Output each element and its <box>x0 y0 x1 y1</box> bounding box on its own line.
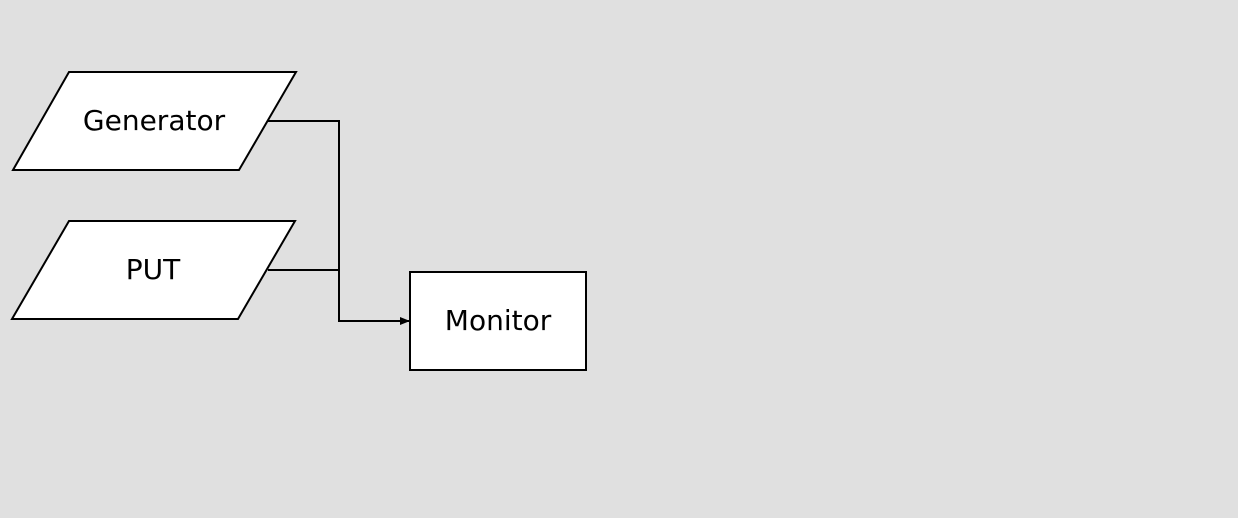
put-node[interactable]: PUT <box>10 220 297 320</box>
edge-generator-to-monitor <box>268 120 410 325</box>
generator-parallelogram <box>11 71 298 171</box>
generator-node[interactable]: Generator <box>11 71 298 171</box>
monitor-node[interactable]: Monitor <box>409 271 587 371</box>
monitor-label: Monitor <box>445 304 552 337</box>
generator-label: Generator <box>83 104 226 137</box>
put-label: PUT <box>126 253 181 286</box>
put-parallelogram <box>10 220 297 320</box>
monitor-rectangle <box>409 271 587 371</box>
